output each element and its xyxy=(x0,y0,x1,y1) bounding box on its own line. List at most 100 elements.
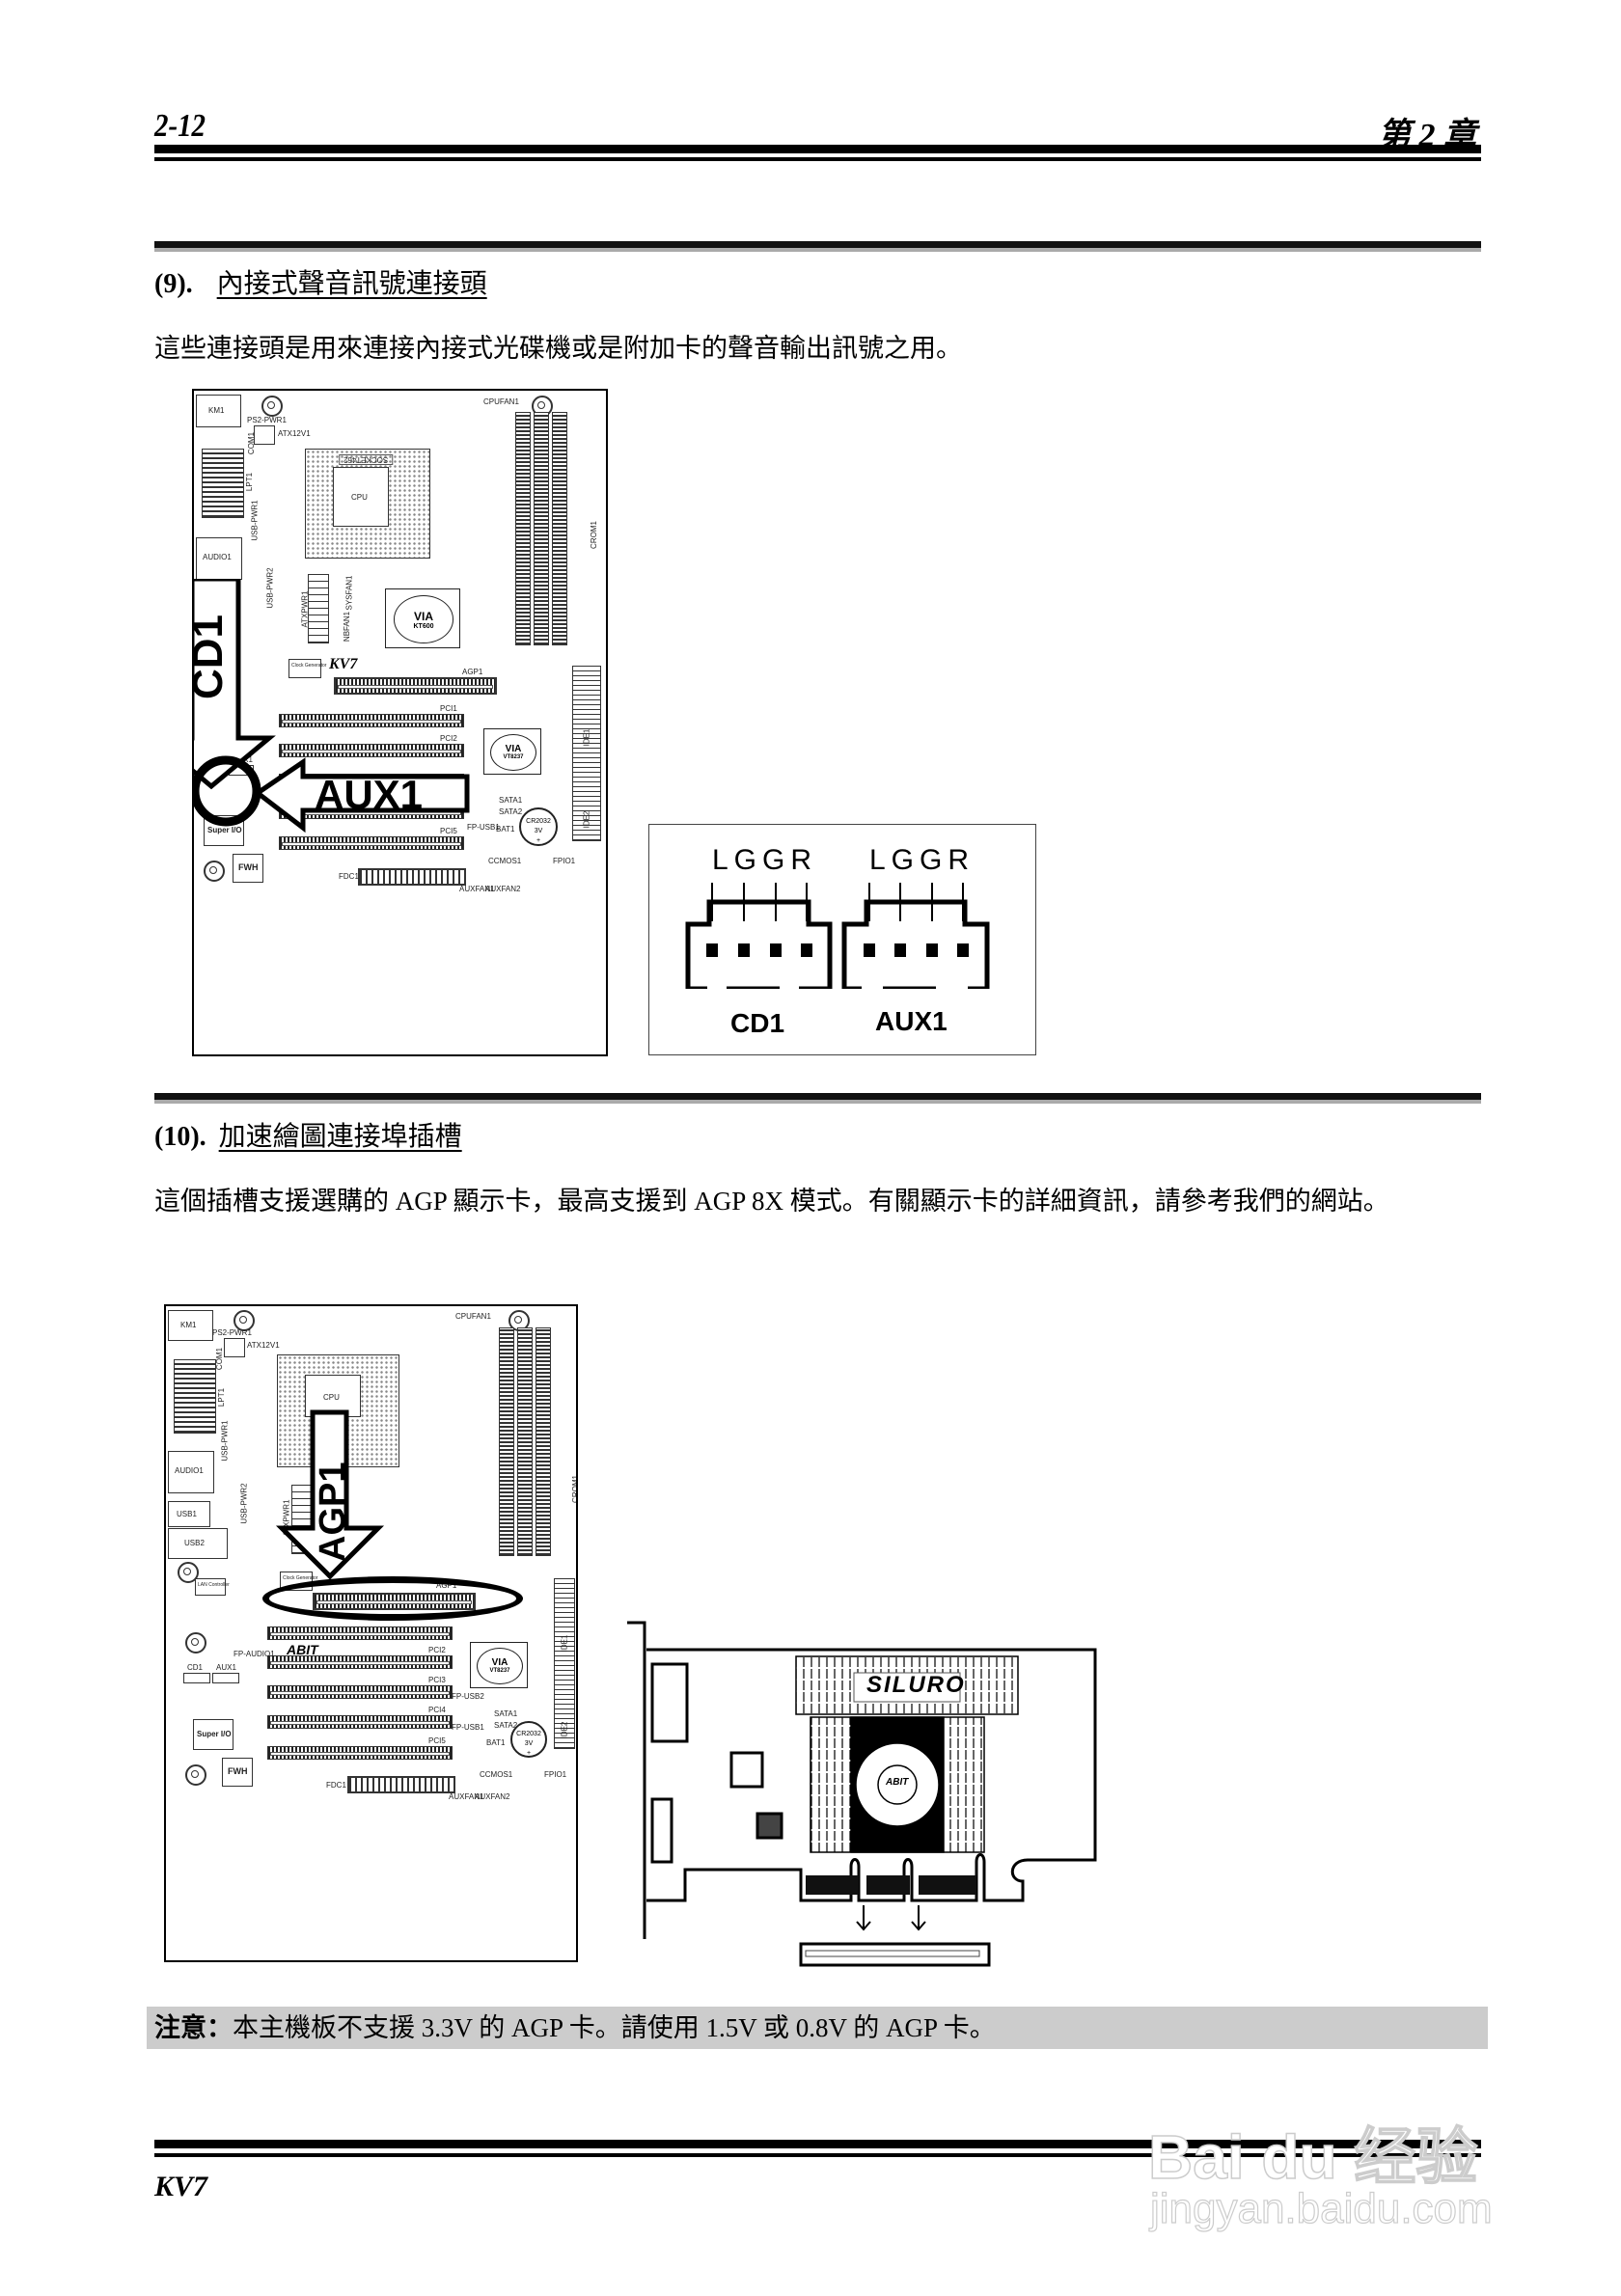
pci4-slot xyxy=(267,1715,453,1729)
lpt1-label: LPT1 xyxy=(217,1387,227,1408)
aux1-label: AUX1 xyxy=(216,1663,236,1672)
fpusb1-label: FP-USB1 xyxy=(452,1723,484,1732)
mount-hole xyxy=(185,1632,206,1654)
connector-pinout-detail: LGGR LGGR CD1 AUX1 xyxy=(648,824,1036,1055)
page-number: 2-12 xyxy=(154,108,206,144)
fdc-connector xyxy=(347,1776,455,1793)
agp-arrow-icon xyxy=(275,1409,385,1580)
mount-hole xyxy=(261,396,283,417)
com1-label: COM1 xyxy=(247,431,257,455)
section-title: 加速繪圖連接埠插槽 xyxy=(218,1122,462,1152)
usb1-port: USB1 xyxy=(168,1501,210,1527)
pci3-slot xyxy=(267,1685,453,1699)
section-divider xyxy=(154,1093,1481,1100)
audio1-port: AUDIO1 xyxy=(168,1451,214,1493)
crom-label: CROM1 xyxy=(589,521,598,549)
km1-port: KM1 xyxy=(196,395,241,427)
fpio-label: FPIO1 xyxy=(553,857,576,865)
cd1-label: CD1 xyxy=(187,1663,204,1672)
motherboard-diagram-cd-aux: KM1 PS2-PWR1 ATX12V1 COM1 LPT1 USB-PWR1 … xyxy=(192,389,608,1056)
ccmos-label: CCMOS1 xyxy=(488,857,522,865)
agp-card-illustration: SILURO ABIT xyxy=(618,1611,1139,1978)
dimm3-slot xyxy=(552,412,567,645)
note-text: 本主機板不支援 3.3V 的 AGP 卡。請使用 1.5V 或 0.8V 的 A… xyxy=(233,2013,996,2042)
lpt1-port xyxy=(174,1359,216,1434)
header-rule-thin xyxy=(154,157,1481,161)
atx12v-label: ATX12V1 xyxy=(278,429,311,438)
fwh-chip: FWH xyxy=(233,854,263,883)
section-heading-9: (9). 內接式聲音訊號連接頭 xyxy=(154,262,487,301)
sata1-label: SATA1 xyxy=(494,1709,518,1718)
sata2-label: SATA2 xyxy=(494,1721,518,1730)
fpusb2-label: FP-USB2 xyxy=(452,1692,484,1701)
agp-slot xyxy=(334,677,497,695)
pci2-label: PCI2 xyxy=(440,734,457,743)
ide2-label: IDE2 xyxy=(560,1721,569,1739)
pci1-slot xyxy=(267,1626,453,1640)
auxfan2-label: AUXFAN2 xyxy=(475,1792,510,1801)
watermark: Bai du 经验 jingyan.baidu.com xyxy=(1139,2055,1621,2296)
dimm3-slot xyxy=(536,1327,551,1556)
abit-logo: ABIT xyxy=(287,1642,318,1657)
super-io-chip: Super I/O xyxy=(193,1719,234,1750)
pci2-label: PCI2 xyxy=(428,1646,446,1654)
mount-hole xyxy=(234,1310,255,1331)
cd1-pin-labels: LGGR xyxy=(712,844,818,876)
atx12v-connector xyxy=(254,425,275,445)
board-model-label: KV7 xyxy=(329,656,358,672)
cd1-arrow-icon xyxy=(194,579,470,834)
fpusb1-label: FP-USB1 xyxy=(467,823,500,832)
aux1-header xyxy=(212,1673,239,1683)
mount-hole xyxy=(178,1562,199,1583)
section-body: 這些連接頭是用來連接內接式光碟機或是附加卡的聲音輸出訊號之用。 xyxy=(154,334,962,363)
pci1-slot xyxy=(279,714,464,727)
lpt1-port xyxy=(202,449,244,518)
usb-pwr1-label: USB-PWR1 xyxy=(250,500,260,541)
section-divider-shadow xyxy=(154,248,1481,252)
pci5-label: PCI5 xyxy=(428,1736,446,1745)
mount-hole xyxy=(185,1764,206,1786)
note-bar: 注意：本主機板不支援 3.3V 的 AGP 卡。請使用 1.5V 或 0.8V … xyxy=(147,2007,1488,2049)
audio-connector-icon xyxy=(685,883,990,989)
auxfan2-label: AUXFAN2 xyxy=(485,885,521,893)
ide-connectors xyxy=(554,1578,575,1749)
footer-rule-thick xyxy=(154,2140,1481,2148)
section-number: (10). xyxy=(154,1122,206,1152)
pci5-slot xyxy=(267,1746,453,1760)
fp-audio-label: FP-AUDIO1 xyxy=(234,1650,275,1658)
usb2-port: USB2 xyxy=(168,1528,228,1559)
header-rule-thick xyxy=(154,145,1481,153)
pci2-slot xyxy=(279,744,464,757)
mount-hole xyxy=(204,861,225,882)
fwh-chip: FWH xyxy=(222,1758,253,1787)
cd1-connector-label: CD1 xyxy=(730,1008,785,1038)
cpufan-label: CPUFAN1 xyxy=(455,1312,491,1321)
lan-controller: LAN Controller xyxy=(195,1578,230,1596)
sata1-label: SATA1 xyxy=(499,796,523,805)
ccmos-label: CCMOS1 xyxy=(480,1770,513,1779)
km1-port: KM1 xyxy=(168,1310,213,1341)
ps2-pwr-label: PS2-PWR1 xyxy=(247,416,287,424)
cpufan-label: CPUFAN1 xyxy=(483,397,519,406)
fdc-label: FDC1 xyxy=(339,872,359,881)
dimm1-slot xyxy=(499,1327,514,1556)
card-brand-label: SILURO xyxy=(866,1672,966,1698)
lpt1-label: LPT1 xyxy=(245,472,255,492)
fdc-connector xyxy=(358,868,466,886)
atxpwr-connector xyxy=(308,574,329,643)
atx12v-label: ATX12V1 xyxy=(247,1341,280,1350)
aux1-pin-labels: LGGR xyxy=(869,844,975,876)
pci5-label: PCI5 xyxy=(440,827,457,835)
bat-label: BAT1 xyxy=(486,1738,506,1747)
fpio-label: FPIO1 xyxy=(544,1770,567,1779)
card-fan-logo: ABIT xyxy=(886,1777,909,1788)
pci5-slot xyxy=(279,836,464,850)
pci4-label: PCI4 xyxy=(428,1706,446,1714)
ide1-label: IDE1 xyxy=(560,1634,569,1653)
footer-model: KV7 xyxy=(154,2171,208,2202)
section-divider-shadow xyxy=(154,1100,1481,1104)
